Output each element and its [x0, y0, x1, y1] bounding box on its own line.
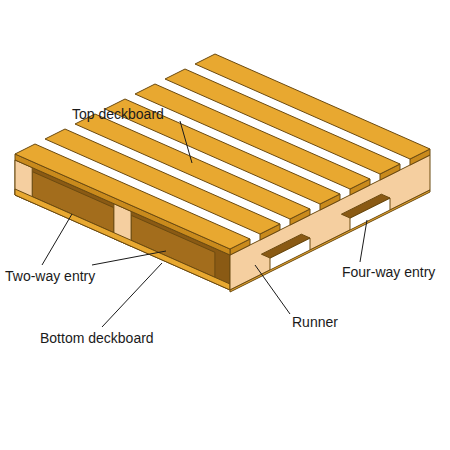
leader-line — [92, 251, 166, 265]
top-deckboard — [15, 144, 250, 249]
part-label: Runner — [292, 314, 338, 330]
leader-line — [180, 121, 192, 163]
leader-lines — [42, 121, 367, 327]
leader-line — [102, 263, 162, 327]
pallet — [15, 54, 430, 292]
part-label: Two-way entry — [5, 268, 95, 284]
leader-line — [42, 214, 72, 265]
deckboard-side — [15, 154, 230, 255]
part-label: Top deckboard — [72, 106, 164, 122]
part-label: Bottom deckboard — [40, 330, 154, 346]
leader-line — [255, 265, 290, 314]
leader-line — [360, 220, 367, 262]
part-label: Four-way entry — [342, 264, 435, 280]
